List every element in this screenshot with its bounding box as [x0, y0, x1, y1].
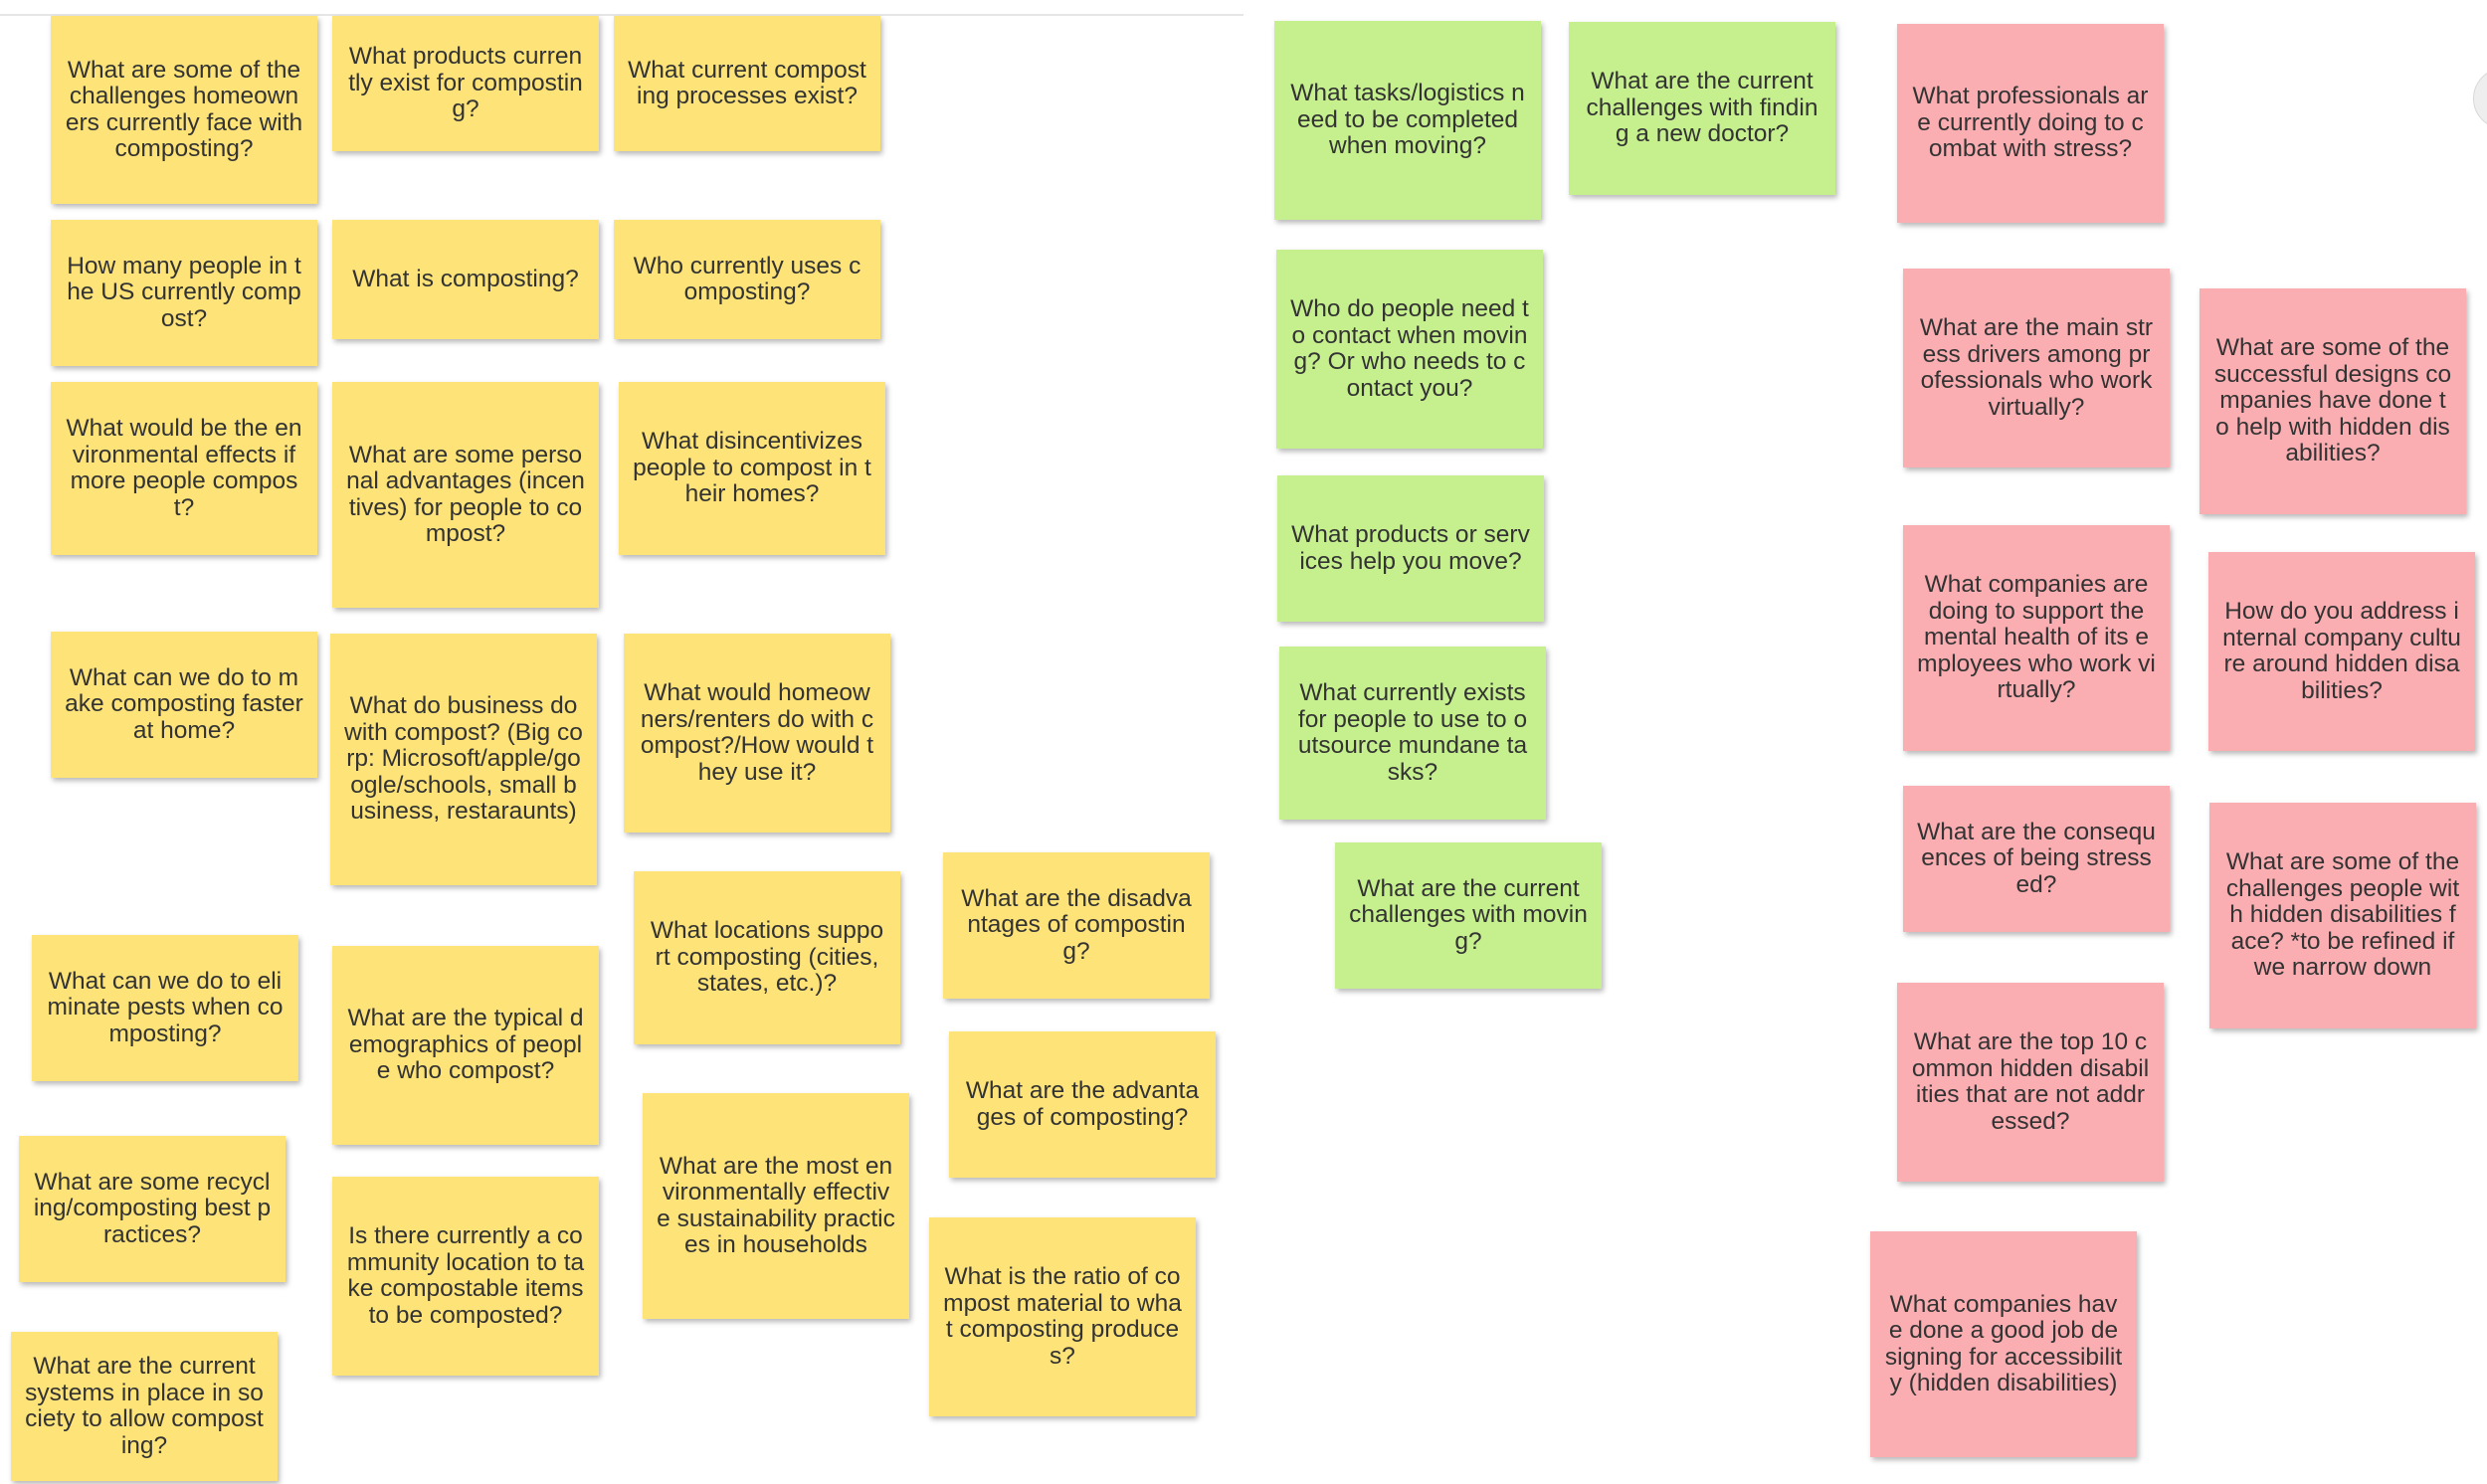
sticky-note-text: What are the disadvantages of composting… [961, 884, 1192, 965]
sticky-note-text: What locations support composting (citie… [650, 917, 884, 998]
sticky-note-text: What are the consequences of being stres… [1917, 818, 2156, 898]
sticky-note-text: Who do people need to contact when movin… [1290, 295, 1529, 402]
sticky-note[interactable]: What current composting processes exist? [614, 16, 880, 151]
sticky-note-text: What are the typical demographics of peo… [347, 1005, 584, 1085]
sticky-note[interactable]: What do business do with compost? (Big c… [330, 634, 597, 885]
sticky-note[interactable]: What is the ratio of compost material to… [929, 1217, 1196, 1416]
sticky-note-text: What do business do with compost? (Big c… [344, 692, 583, 826]
sticky-note-text: What are some recycling/composting best … [33, 1168, 272, 1248]
canvas-top-divider [0, 14, 1244, 16]
sticky-note[interactable]: What are the current challenges with fin… [1569, 22, 1835, 195]
sticky-note-text: What would homeowners/renters do with co… [640, 679, 874, 786]
sticky-note[interactable]: What tasks/logistics need to be complete… [1274, 21, 1541, 220]
sticky-note-text: What are some personal advantages (incen… [346, 441, 585, 547]
sticky-note-text: What are the current challenges with mov… [1349, 874, 1588, 955]
sticky-note[interactable]: What are the main stress drivers among p… [1903, 269, 2170, 467]
sticky-note-text: What companies have done a good job desi… [1884, 1290, 2123, 1396]
sticky-note[interactable]: What are the disadvantages of composting… [943, 852, 1210, 999]
sticky-note[interactable]: What disincentivizes people to compost i… [619, 382, 885, 555]
sticky-note-text: What tasks/logistics need to be complete… [1290, 80, 1525, 160]
sticky-note-text: What professionals are currently doing t… [1912, 83, 2149, 163]
sticky-note-text: What are the most environmentally effect… [657, 1152, 895, 1258]
sticky-note[interactable]: What professionals are currently doing t… [1897, 24, 2164, 223]
sticky-note[interactable]: What companies have done a good job desi… [1870, 1231, 2137, 1457]
sticky-note[interactable]: What are the typical demographics of peo… [332, 946, 599, 1145]
sticky-note-text: What products or services help you move? [1291, 521, 1530, 575]
sticky-note[interactable]: What are the most environmentally effect… [643, 1093, 909, 1319]
sticky-note-text: What are the top 10 common hidden disabi… [1911, 1028, 2150, 1135]
sticky-note-text: What companies are doing to support the … [1917, 571, 2156, 704]
sticky-note[interactable]: What products or services help you move? [1277, 475, 1544, 622]
canvas-edge-control[interactable] [2473, 68, 2487, 129]
sticky-note[interactable]: How do you address internal company cult… [2208, 552, 2475, 751]
sticky-note[interactable]: What are some recycling/composting best … [19, 1136, 286, 1282]
sticky-note-text: What can we do to make composting faster… [65, 663, 303, 744]
sticky-note-text: How do you address internal company cult… [2222, 598, 2461, 704]
sticky-note-text: What products currently exist for compos… [348, 43, 583, 123]
sticky-note-text: What are the main stress drivers among p… [1919, 314, 2154, 421]
sticky-note-text: What would be the environmental effects … [66, 415, 302, 521]
sticky-note-text: What disincentivizes people to compost i… [633, 428, 871, 508]
sticky-note[interactable]: What locations support composting (citie… [634, 871, 900, 1044]
sticky-note[interactable]: What are some of the successful designs … [2200, 288, 2466, 514]
sticky-note-text: What are some of the successful designs … [2213, 334, 2452, 467]
sticky-note[interactable]: What would homeowners/renters do with co… [624, 634, 890, 833]
sticky-note[interactable]: What products currently exist for compos… [332, 16, 599, 151]
sticky-note[interactable]: What are the top 10 common hidden disabi… [1897, 983, 2164, 1182]
sticky-note[interactable]: What are the current systems in place in… [11, 1332, 278, 1481]
sticky-note[interactable]: What are some of the challenges people w… [2209, 803, 2476, 1028]
sticky-note[interactable]: What are the advantages of composting? [949, 1031, 1216, 1178]
sticky-note[interactable]: What currently exists for people to use … [1279, 647, 1546, 820]
sticky-note-text: What can we do to eliminate pests when c… [47, 967, 284, 1047]
sticky-note[interactable]: Who currently uses composting? [614, 220, 880, 339]
sticky-note[interactable]: What are some personal advantages (incen… [332, 382, 599, 608]
sticky-note-text: What current composting processes exist? [628, 56, 866, 109]
sticky-note-text: What is composting? [352, 265, 579, 292]
sticky-note-text: How many people in the US currently comp… [67, 252, 301, 332]
sticky-note-text: What are the advantages of composting? [965, 1077, 1200, 1131]
sticky-note[interactable]: What can we do to eliminate pests when c… [32, 935, 298, 1081]
sticky-note-text: What currently exists for people to use … [1297, 679, 1528, 786]
sticky-note-text: What are some of the challenges homeowne… [65, 56, 303, 162]
sticky-note[interactable]: Is there currently a community location … [332, 1177, 599, 1376]
sticky-note[interactable]: What are the current challenges with mov… [1335, 842, 1602, 989]
sticky-note-text: What is the ratio of compost material to… [943, 1263, 1182, 1370]
sticky-note[interactable]: What would be the environmental effects … [51, 382, 317, 555]
sticky-note-text: Is there currently a community location … [346, 1222, 585, 1329]
sticky-note-text: What are the current systems in place in… [25, 1353, 264, 1459]
sticky-note-text: Who currently uses composting? [633, 252, 861, 305]
sticky-note-text: What are the current challenges with fin… [1586, 68, 1818, 148]
sticky-note[interactable]: What can we do to make composting faster… [51, 632, 317, 778]
sticky-note[interactable]: How many people in the US currently comp… [51, 220, 317, 366]
sticky-note[interactable]: What are the consequences of being stres… [1903, 786, 2170, 932]
sticky-note[interactable]: What is composting? [332, 220, 599, 339]
sticky-note[interactable]: What companies are doing to support the … [1903, 525, 2170, 751]
sticky-note[interactable]: Who do people need to contact when movin… [1276, 250, 1543, 449]
sticky-note[interactable]: What are some of the challenges homeowne… [51, 16, 317, 204]
sticky-note-text: What are some of the challenges people w… [2225, 848, 2460, 982]
